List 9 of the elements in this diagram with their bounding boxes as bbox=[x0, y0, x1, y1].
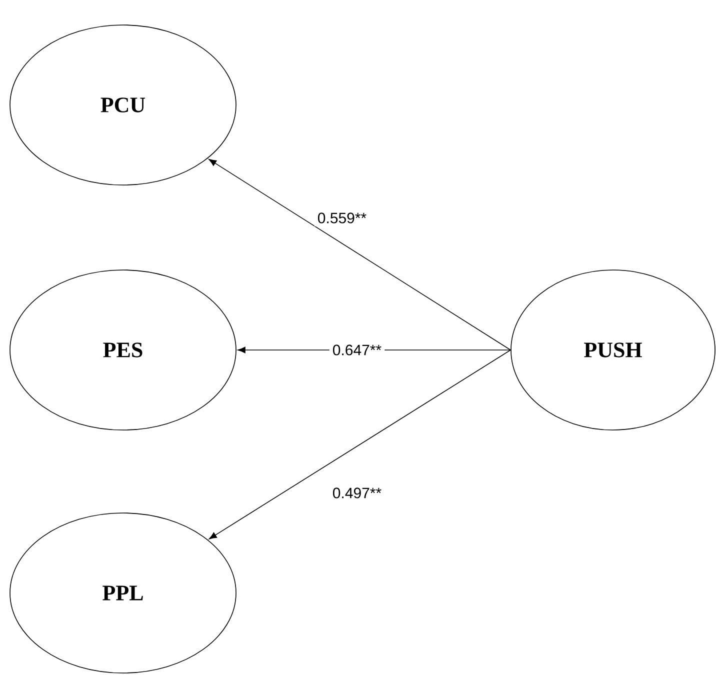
ellipse-node: PPL bbox=[10, 512, 236, 674]
edge-label: 0.647** bbox=[329, 342, 385, 358]
arrow bbox=[208, 350, 511, 540]
ellipse-node: PES bbox=[10, 270, 236, 430]
ellipse-node: PUSH bbox=[510, 270, 716, 430]
arrow bbox=[208, 158, 511, 350]
edge-label: 0.497** bbox=[329, 484, 385, 502]
edge-label: 0.559** bbox=[314, 210, 370, 226]
ellipse-node: PCU bbox=[10, 24, 236, 186]
